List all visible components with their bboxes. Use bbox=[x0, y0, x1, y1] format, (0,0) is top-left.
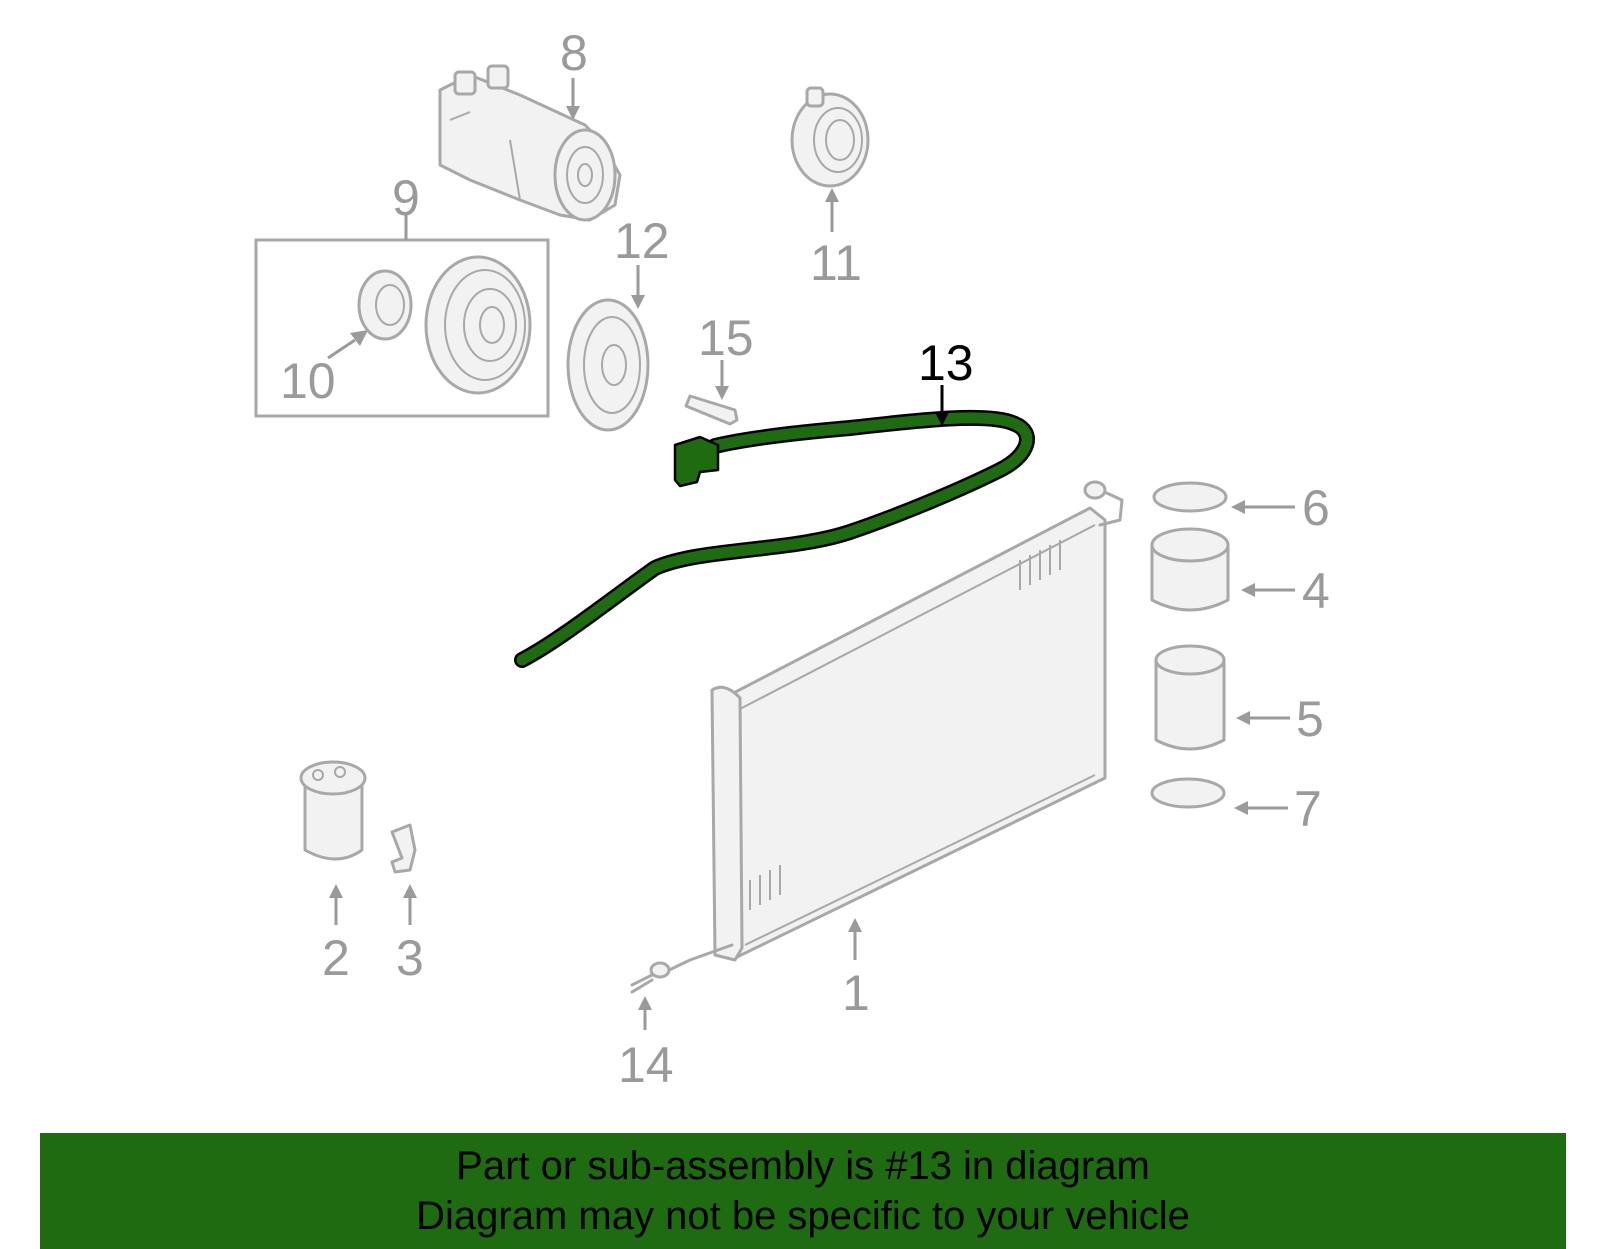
callout-3: 3 bbox=[396, 930, 424, 986]
seal-part-7[interactable] bbox=[1150, 777, 1226, 809]
info-banner: Part or sub-assembly is #13 in diagram D… bbox=[40, 1133, 1566, 1249]
leader-arrows bbox=[327, 78, 1295, 1030]
bearing-part[interactable] bbox=[357, 269, 413, 341]
pulley-part[interactable] bbox=[424, 255, 532, 395]
callout-2: 2 bbox=[322, 930, 350, 986]
callout-11: 11 bbox=[810, 235, 862, 291]
parts-diagram: 8 9 11 12 10 15 13 6 4 5 7 2 3 1 14 bbox=[254, 25, 1330, 1093]
callout-10: 10 bbox=[280, 353, 336, 409]
callout-1: 1 bbox=[842, 965, 870, 1021]
callout-15: 15 bbox=[698, 310, 754, 366]
callout-labels: 8 9 11 12 10 15 13 6 4 5 7 2 3 1 14 bbox=[280, 25, 1330, 1093]
callout-4: 4 bbox=[1302, 563, 1330, 619]
compressor-part[interactable] bbox=[438, 64, 622, 222]
bracket-part-3[interactable] bbox=[390, 823, 417, 874]
banner-line-1: Part or sub-assembly is #13 in diagram bbox=[456, 1144, 1150, 1188]
callout-6: 6 bbox=[1302, 480, 1330, 536]
callout-7: 7 bbox=[1294, 781, 1322, 837]
callout-14: 14 bbox=[618, 1037, 674, 1093]
assembly-9-box bbox=[254, 238, 550, 418]
callout-8: 8 bbox=[560, 25, 588, 81]
callout-12: 12 bbox=[614, 213, 670, 269]
callout-5: 5 bbox=[1296, 691, 1324, 747]
desiccant-part-5[interactable] bbox=[1154, 644, 1226, 751]
clutch-coil-part[interactable] bbox=[790, 86, 870, 188]
drier-part-4[interactable] bbox=[1150, 527, 1230, 612]
filter-part-2[interactable] bbox=[299, 760, 367, 861]
clutch-plate-part[interactable] bbox=[566, 298, 650, 432]
ac-hose-part-13[interactable] bbox=[514, 409, 1035, 668]
condenser-part[interactable] bbox=[630, 480, 1124, 994]
seal-part-6[interactable] bbox=[1152, 481, 1228, 513]
callout-9: 9 bbox=[392, 170, 420, 226]
valve-core-part[interactable] bbox=[684, 394, 739, 426]
banner-line-2: Diagram may not be specific to your vehi… bbox=[416, 1194, 1190, 1238]
callout-13: 13 bbox=[918, 335, 974, 391]
